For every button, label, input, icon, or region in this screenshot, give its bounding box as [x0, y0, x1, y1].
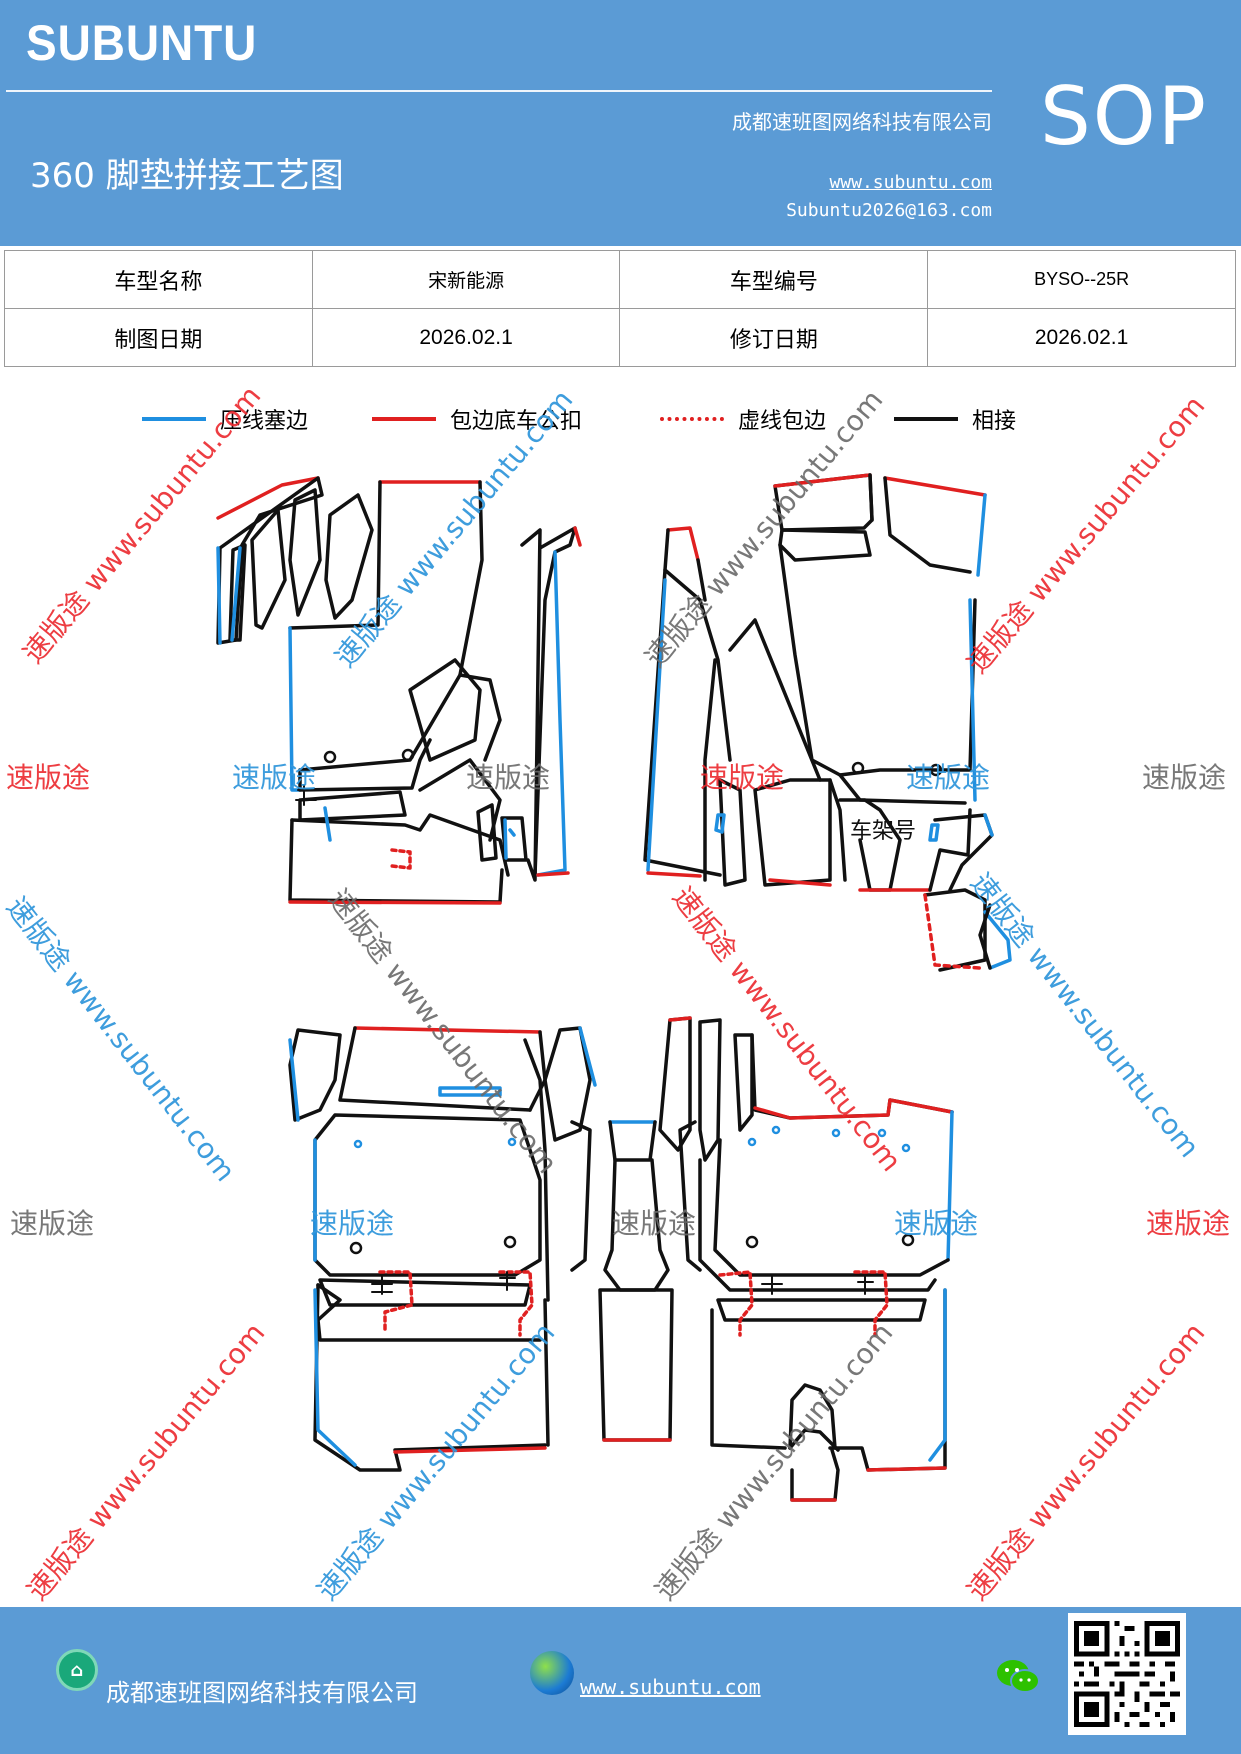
mat-rear-right — [658, 1016, 954, 1502]
watermark: 速版途 — [906, 761, 991, 794]
globe-icon — [530, 1651, 574, 1695]
revise-date-label: 修订日期 — [619, 308, 929, 367]
company-name: 成都速班图网络科技有限公司 — [732, 110, 992, 134]
watermark: 速版途 — [894, 1207, 979, 1240]
wechat-icon[interactable] — [995, 1657, 1041, 1697]
legend-dotted-label: 虚线包边 — [738, 409, 827, 434]
watermark: 速版途 — [700, 761, 785, 794]
qr-code-pattern — [1074, 1621, 1180, 1727]
page-title: 360 脚垫拼接工艺图 — [30, 156, 344, 196]
watermark: 速版途 — [6, 761, 91, 794]
header: SUBUNTU 成都速班图网络科技有限公司 360 脚垫拼接工艺图 www.su… — [0, 0, 1241, 246]
email-link[interactable]: Subuntu2026@163.com — [786, 200, 992, 221]
model-code-label: 车型编号 — [619, 250, 929, 309]
home-icon: ⌂ — [56, 1649, 98, 1691]
watermark: 速版途 — [10, 1207, 95, 1240]
mat-front-right — [643, 473, 1012, 972]
revise-date-value: 2026.02.1 — [927, 308, 1236, 367]
info-table: 车型名称 宋新能源 车型编号 BYSO--25R 制图日期 2026.02.1 … — [4, 250, 1236, 367]
watermark: 速版途 — [1146, 1207, 1231, 1240]
legend-red-label: 包边底车公扣 — [450, 409, 583, 434]
legend-black-swatch — [894, 417, 958, 421]
sop-label: SOP — [1040, 70, 1208, 163]
watermark: 速版途 — [466, 761, 551, 794]
website-link[interactable]: www.subuntu.com — [829, 172, 992, 193]
legend-blue-label: 压线塞边 — [220, 409, 309, 434]
mat-front-left — [216, 476, 582, 905]
table-row: 车型名称 宋新能源 车型编号 BYSO--25R — [4, 250, 1236, 309]
watermark: 速版途 — [612, 1207, 697, 1240]
legend-dotted: 虚线包边 — [660, 404, 826, 434]
draw-date-value: 2026.02.1 — [311, 308, 621, 367]
qr-code — [1068, 1613, 1186, 1735]
footer-website-link[interactable]: www.subuntu.com — [580, 1675, 761, 1699]
brand-logo: SUBUNTU — [26, 15, 258, 71]
footer: ⌂ 成都速班图网络科技有限公司 www.subuntu.com — [0, 1607, 1241, 1754]
legend-dotted-swatch — [660, 417, 724, 421]
legend-red: 包边底车公扣 — [372, 404, 582, 434]
watermark: 速版途 — [310, 1207, 395, 1240]
legend-black-label: 相接 — [972, 409, 1017, 434]
watermark: 速版途 — [232, 761, 317, 794]
frame-number-label: 车架号 — [850, 819, 916, 844]
draw-date-label: 制图日期 — [4, 308, 313, 367]
model-name-label: 车型名称 — [4, 250, 313, 309]
model-code-value: BYSO--25R — [927, 250, 1236, 309]
floor-mat-diagram: 车架号 — [216, 473, 1012, 1502]
legend-red-swatch — [372, 417, 436, 421]
footer-company: 成都速班图网络科技有限公司 — [106, 1679, 418, 1707]
model-name-value: 宋新能源 — [311, 250, 621, 309]
mat-rear-left — [288, 1026, 597, 1472]
watermark: 速版途 — [1142, 761, 1227, 794]
legend-blue-swatch — [142, 417, 206, 421]
legend-black: 相接 — [894, 404, 1016, 434]
legend-blue: 压线塞边 — [142, 404, 308, 434]
table-row: 制图日期 2026.02.1 修订日期 2026.02.1 — [4, 308, 1236, 367]
mat-center-tunnel — [570, 1120, 702, 1442]
header-divider — [6, 90, 992, 92]
